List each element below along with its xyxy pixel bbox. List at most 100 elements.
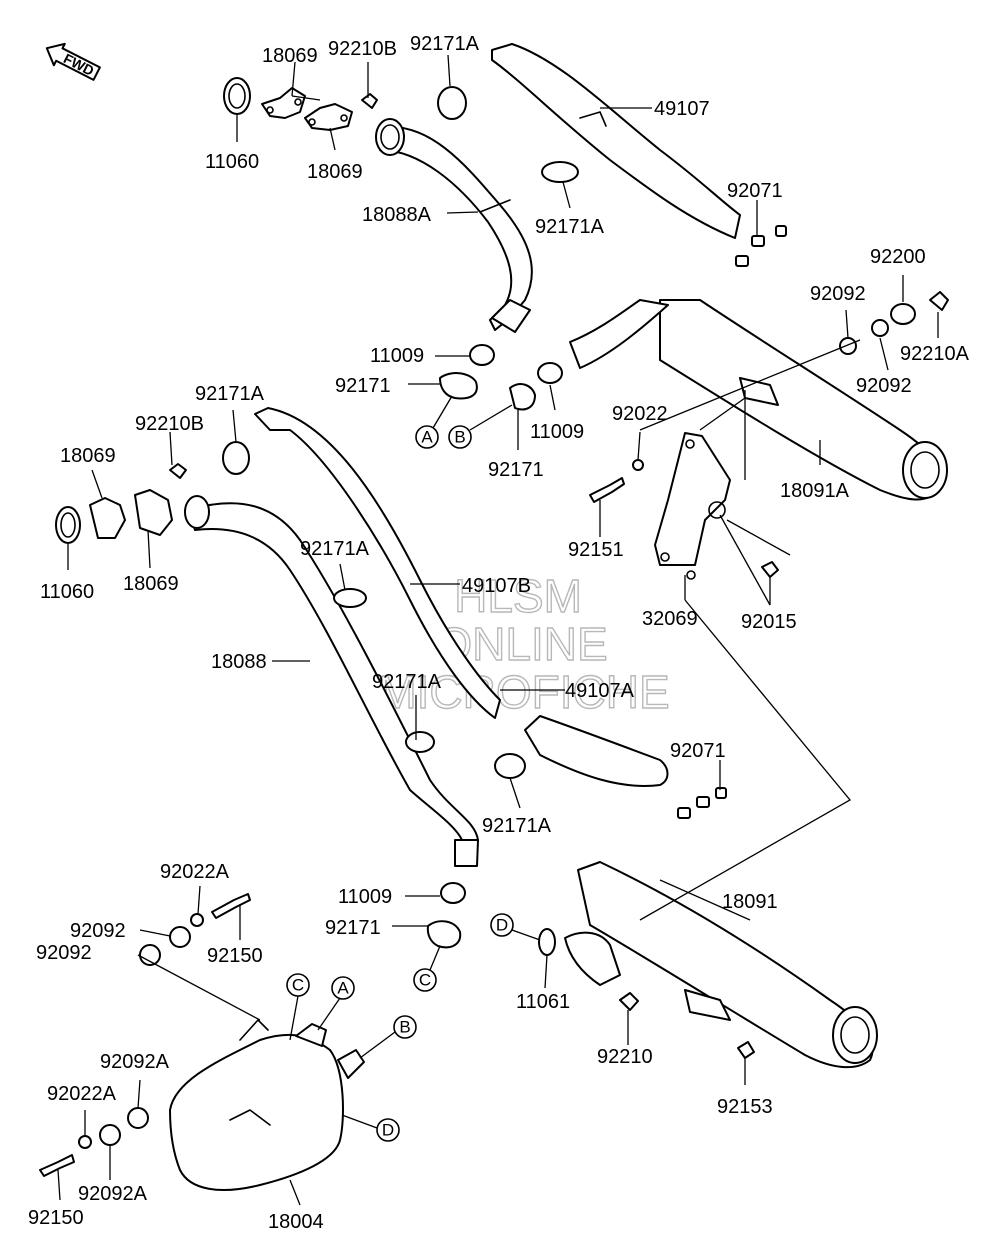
clamp-92171a-lower-c: [405, 731, 435, 753]
part-label: 92171A: [372, 671, 442, 693]
part-label: 11009: [530, 421, 584, 443]
part-label: 18069: [123, 573, 179, 595]
clip-92071-lower-a: [677, 807, 691, 819]
ref-marker-d-lower-muffler: D: [496, 916, 508, 935]
washer-92022: [632, 459, 644, 471]
part-label: 92022A: [47, 1083, 117, 1105]
part-label: 92171: [325, 917, 381, 939]
part-label: 92171A: [482, 815, 552, 837]
part-label: 49107: [654, 98, 710, 120]
part-label: 92150: [207, 945, 263, 967]
grommet-92092-c: [169, 926, 191, 948]
clamp-92171a-upper: [437, 86, 467, 120]
bolt-92153: [737, 1041, 755, 1059]
part-label: 18069: [60, 445, 116, 467]
part-label: 92150: [28, 1207, 84, 1229]
part-label: 92071: [727, 180, 783, 202]
part-label: 92092: [856, 375, 912, 397]
header-pipe-18088a: [375, 118, 533, 333]
nut-92210: [619, 992, 639, 1011]
washer-92022a-lower: [78, 1135, 92, 1149]
part-label: 92171A: [300, 538, 370, 560]
part-label: 92022: [612, 403, 668, 425]
watermark: HLSM ONLINE MICROFICHE: [378, 569, 671, 718]
ref-marker-d-chamber: D: [382, 1121, 394, 1140]
clamp-92171-lower: [426, 920, 462, 949]
clamp-92171-upper-b: [509, 383, 536, 411]
pre-chamber-18004: [169, 1019, 365, 1191]
nut-92210b-upper: [361, 93, 378, 109]
part-label: 49107A: [565, 680, 635, 702]
grommet-92092a-b: [99, 1124, 121, 1146]
watermark-line-3: MICROFICHE: [378, 666, 669, 718]
watermark-line-1: HLSM: [454, 570, 582, 622]
part-label: 32069: [642, 608, 698, 630]
part-label: 18069: [262, 45, 318, 67]
part-label: 92171A: [535, 216, 605, 238]
part-label: 92092A: [78, 1183, 148, 1205]
clamp-92171a-mid: [541, 161, 579, 183]
bolt-92151: [589, 477, 625, 503]
part-label: 11060: [205, 151, 259, 173]
heat-guard-49107b: [254, 407, 501, 719]
ref-marker-c-lower-pipe: C: [419, 971, 431, 990]
part-label: 92092: [810, 283, 866, 305]
grommet-92092-b: [839, 337, 857, 355]
flange-18069-lower-b: [134, 489, 173, 536]
grommet-92092a-a: [127, 1107, 149, 1129]
part-label: 18069: [307, 161, 363, 183]
damper-92200: [890, 303, 916, 325]
ref-marker-a-upper: A: [421, 428, 433, 447]
part-label: 92092: [36, 942, 92, 964]
part-label: 92153: [717, 1096, 773, 1118]
muffler-18091: [564, 861, 878, 1069]
part-label: 18091: [722, 891, 778, 913]
gasket-11009-lower: [440, 882, 466, 904]
part-label: 11060: [40, 581, 94, 603]
part-label: 92071: [670, 740, 726, 762]
nut-92015: [761, 561, 779, 578]
flange-18069-lower-a: [89, 497, 126, 539]
flange-18069-upper-b: [304, 103, 353, 131]
nut-92210a: [929, 291, 949, 311]
heat-guard-49107: [491, 43, 741, 239]
part-label: 92022A: [160, 861, 230, 883]
header-pipe-18088: [184, 495, 479, 867]
clamp-92171a-lower-b: [333, 588, 367, 608]
ref-marker-b-chamber: B: [399, 1018, 410, 1037]
part-label: 92210B: [135, 413, 204, 435]
clip-92071-upper-a: [751, 235, 765, 247]
part-labels: 18069 92210B 92171A 49107 11060 18069 18…: [28, 33, 970, 1233]
part-label: 18088: [211, 651, 267, 673]
bolt-92150-lower: [39, 1154, 75, 1177]
part-label: 92151: [568, 539, 624, 561]
ref-marker-circle: [415, 425, 439, 449]
part-label: 18004: [268, 1211, 324, 1233]
part-label: 92171: [335, 375, 391, 397]
gasket-11009-upper-b: [537, 362, 563, 384]
bolt-92150-upper: [211, 893, 251, 919]
part-label: 11009: [338, 886, 392, 908]
part-label: 11061: [516, 991, 570, 1013]
fwd-direction-arrow: FWD: [45, 42, 101, 81]
clamp-92171a-lower-a: [222, 441, 250, 475]
nut-92210b-lower: [169, 463, 187, 479]
ref-marker-b-upper: B: [454, 428, 465, 447]
bracket-32069: [654, 432, 731, 566]
part-label: 92210: [597, 1046, 653, 1068]
fwd-label: FWD: [61, 50, 97, 79]
ref-marker-c-chamber: C: [292, 976, 304, 995]
part-label: 92210A: [900, 343, 970, 365]
washer-92022a-upper: [190, 913, 204, 927]
ref-marker-a-chamber: A: [337, 979, 349, 998]
part-label: 18088A: [362, 204, 432, 226]
part-label: 92171: [488, 459, 544, 481]
part-label: 92210B: [328, 38, 397, 60]
part-label: 92171A: [195, 383, 265, 405]
grommet-92092-d: [139, 944, 161, 966]
gasket-11060-lower: [55, 506, 81, 544]
gasket-11061: [538, 928, 556, 956]
reference-markers: A B D C C A B D: [286, 395, 541, 1142]
part-label: 92092A: [100, 1051, 170, 1073]
